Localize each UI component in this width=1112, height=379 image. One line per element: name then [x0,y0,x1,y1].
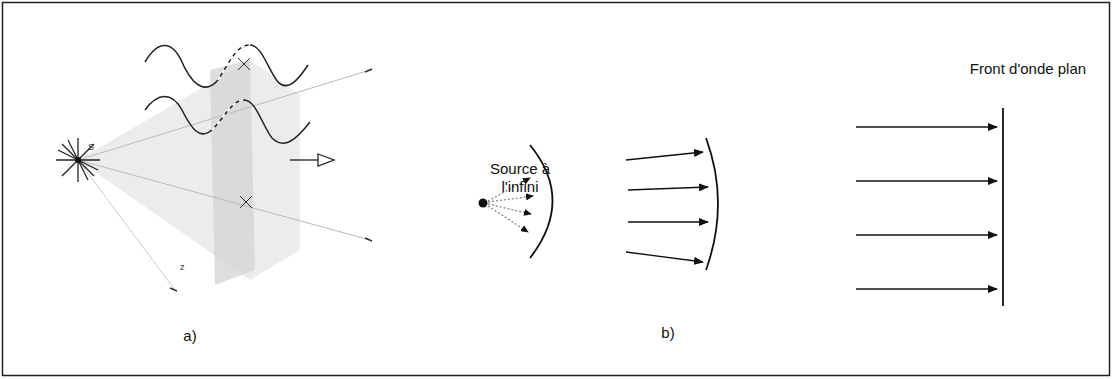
part-label: b) [661,324,674,342]
part-label: a) [183,327,196,345]
source-symbol: S [88,142,94,152]
axis-label: z [180,262,185,272]
wavefront-figure [479,108,1004,306]
point-source-figure [56,45,372,291]
frame [3,3,1110,376]
wavefront-label: Front d'onde plan [970,60,1086,78]
source-label: Source à l'infini [480,160,560,196]
